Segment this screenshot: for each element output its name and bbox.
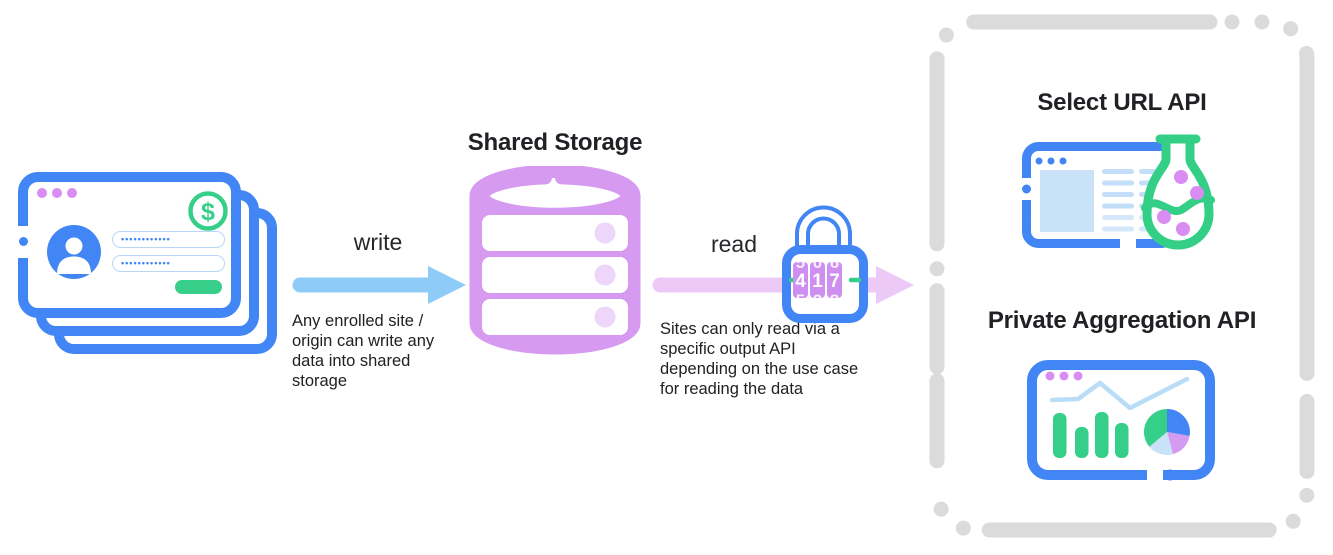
stacked-browser-windows: $ •••••••••••• ••••••••••••	[18, 172, 280, 356]
database-row-dot	[594, 222, 616, 244]
lock-dial	[827, 262, 842, 298]
read-caption: Sites can only read via a specific outpu…	[660, 320, 859, 398]
flask-bubble	[1174, 170, 1188, 184]
pie-chart-icon	[1144, 409, 1190, 455]
select-url-api-icon	[1020, 134, 1215, 251]
combination-lock-icon: 4 1 7 5 0 6 5 2 8	[782, 205, 868, 323]
svg-text:$: $	[201, 198, 215, 226]
lock-digit-partial: 6	[830, 253, 839, 272]
password-field-2: ••••••••••••	[112, 255, 225, 272]
window-border-dot	[19, 237, 28, 246]
window-chrome-dots	[37, 188, 77, 198]
browser-window-front: $ •••••••••••• ••••••••••••	[18, 172, 241, 318]
database-icon	[469, 166, 641, 355]
submit-button	[175, 280, 222, 294]
write-label: write	[353, 229, 403, 255]
password-field: ••••••••••••	[112, 231, 225, 248]
write-arrow	[292, 266, 466, 304]
lock-digit: 1	[812, 271, 823, 292]
content-block	[1040, 170, 1094, 232]
private-aggregation-api-title: Private Aggregation API	[987, 307, 1257, 334]
lock-digit: 4	[795, 271, 806, 292]
database-row-dot	[594, 264, 616, 286]
dashed-frame	[929, 14, 1315, 538]
lock-digit-partial: 0	[813, 253, 822, 272]
lock-digit-partial: 8	[830, 291, 839, 310]
dollar-icon: $	[188, 191, 228, 231]
window-border-dot	[1022, 184, 1031, 194]
read-label: read	[710, 231, 758, 257]
flask-icon	[1141, 134, 1215, 250]
flask-bubble	[1190, 186, 1204, 200]
shared-storage-title: Shared Storage	[467, 129, 643, 156]
bar-chart-icon	[1053, 412, 1129, 458]
write-caption: Any enrolled site / origin can write any…	[292, 312, 435, 390]
avatar-icon	[47, 225, 101, 279]
lock-dial	[810, 262, 825, 298]
lock-dial	[793, 262, 808, 298]
flask-bubble	[1176, 222, 1190, 236]
line-chart-icon	[1049, 376, 1190, 411]
lock-digit-partial: 2	[813, 291, 822, 310]
lock-digit-partial: 5	[796, 291, 805, 310]
window-border-dot	[1138, 239, 1148, 248]
lock-digit-partial: 5	[796, 253, 805, 272]
select-url-api-title: Select URL API	[1037, 89, 1207, 116]
lock-digit: 7	[829, 271, 840, 292]
flask-bubble	[1157, 210, 1171, 224]
dashboard-icon	[1027, 360, 1215, 482]
database-row-dot	[594, 306, 616, 328]
window-border-dot	[1164, 469, 1176, 481]
